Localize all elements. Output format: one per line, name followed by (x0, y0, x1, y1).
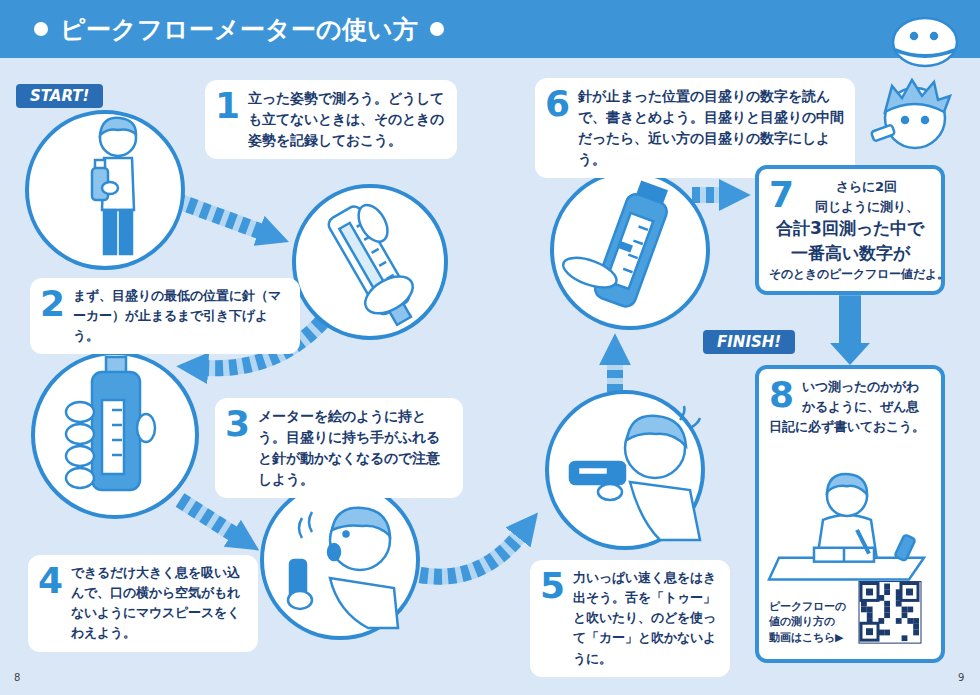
page-title: ピークフローメーターの使い方 (60, 13, 418, 46)
mascots (871, 18, 957, 148)
title-dot (34, 22, 48, 36)
title-dot (430, 22, 444, 36)
step-text: まず、目盛りの最低の位置に針（マーカー）が止まるまで引き下げよう。 (73, 286, 290, 346)
qr-finder (906, 588, 913, 595)
page-number: 9 (958, 672, 964, 683)
qr-module (913, 618, 919, 624)
finish-tag: FINISH! (703, 330, 795, 354)
step-text: いつ測ったのかがわかるように、ぜん息日記に必ず書いておこう。 (769, 377, 931, 437)
step-text: できるだけ大きく息を吸い込んで、口の横から空気がもれないようにマウスピースをくわ… (71, 563, 248, 644)
qr-module (867, 607, 873, 613)
qr-finder (866, 588, 873, 595)
step-number: 8 (769, 377, 794, 413)
qr-module (913, 624, 919, 630)
meter-grip (66, 357, 155, 490)
step-text: 力いっぱい速く息をはき出そう。舌を「トゥー」と吹いたり、のどを使って「カー」と吹… (573, 568, 720, 669)
flow-connector (830, 295, 870, 365)
qr-module (907, 618, 913, 624)
step-number: 1 (215, 88, 240, 124)
step-number: 3 (225, 406, 250, 442)
step-box: 3メーターを絵のように持とう。目盛りに持ち手がふれると針が動かなくなるので注意し… (215, 398, 463, 498)
start-tag: START! (16, 84, 103, 108)
step-number: 5 (540, 568, 565, 604)
step-text: さらに2回 同じように測り、 (769, 177, 931, 216)
step-number: 2 (40, 286, 65, 322)
boy-inhale (288, 508, 398, 628)
step-text: 針が止まった位置の目盛りの数字を読んで、書きとめよう。目盛りと目盛りの中間だった… (578, 86, 845, 170)
qr-module (913, 630, 919, 636)
step-number: 6 (545, 86, 570, 122)
qr-module (884, 589, 890, 595)
step-box: 2まず、目盛りの最低の位置に針（マーカー）が止まるまで引き下げよう。 (30, 278, 300, 354)
step-text: 合計3回測った中で 一番高い数字が (769, 216, 931, 265)
step-text: 立った姿勢で測ろう。どうしても立てないときは、そのときの姿勢を記録しておこう。 (248, 88, 447, 151)
step-frame: 8いつ測ったのかがわかるように、ぜん息日記に必ず書いておこう。ピークフローの 値… (755, 365, 945, 663)
step-text: そのときのピークフロー値だよ。 (769, 265, 931, 283)
step-box: 4できるだけ大きく息を吸い込んで、口の横から空気がもれないようにマウスピースをく… (28, 555, 258, 652)
qr-module (907, 607, 913, 613)
qr-caption: ピークフローの 値の測り方の 動画はこちら▶ (769, 599, 859, 645)
qr-module (867, 612, 873, 618)
flow-arrows (175, 195, 722, 577)
title-band (0, 0, 980, 58)
step-number: 7 (769, 177, 794, 213)
qr-finder (861, 623, 878, 640)
qr-finder (861, 584, 878, 601)
step-box: 5力いっぱい速く息をはき出そう。舌を「トゥー」と吹いたり、のどを使って「カー」と… (530, 560, 730, 677)
step-box: 6針が止まった位置の目盛りの数字を読んで、書きとめよう。目盛りと目盛りの中間だっ… (535, 78, 855, 178)
qr-module (902, 607, 908, 613)
arrow-head (830, 343, 870, 365)
qr-module (884, 601, 890, 607)
standing-boy (92, 118, 136, 254)
qr-module (861, 607, 867, 613)
qr-module (884, 630, 890, 636)
qr-finder (901, 584, 918, 601)
meter-read (557, 166, 674, 309)
qr-module (902, 635, 908, 641)
page-number: 8 (14, 672, 20, 683)
connector-line (839, 295, 861, 345)
step-frame: 7さらに2回 同じように測り、合計3回測った中で 一番高い数字がそのときのピーク… (755, 165, 945, 295)
step-number: 4 (38, 563, 63, 599)
qr-module (884, 612, 890, 618)
qr-finder (866, 628, 873, 635)
qr-module (896, 618, 902, 624)
boy-exhale (570, 406, 700, 540)
qr-module (884, 607, 890, 613)
step-text: メーターを絵のように持とう。目盛りに持ち手がふれると針が動かなくなるので注意しよ… (258, 406, 453, 490)
meter-reset (319, 196, 433, 334)
step-box: 1立った姿勢で測ろう。どうしても立てないときは、そのときの姿勢を記録しておこう。 (205, 80, 457, 159)
qr-module (884, 584, 890, 590)
qr-module (902, 612, 908, 618)
